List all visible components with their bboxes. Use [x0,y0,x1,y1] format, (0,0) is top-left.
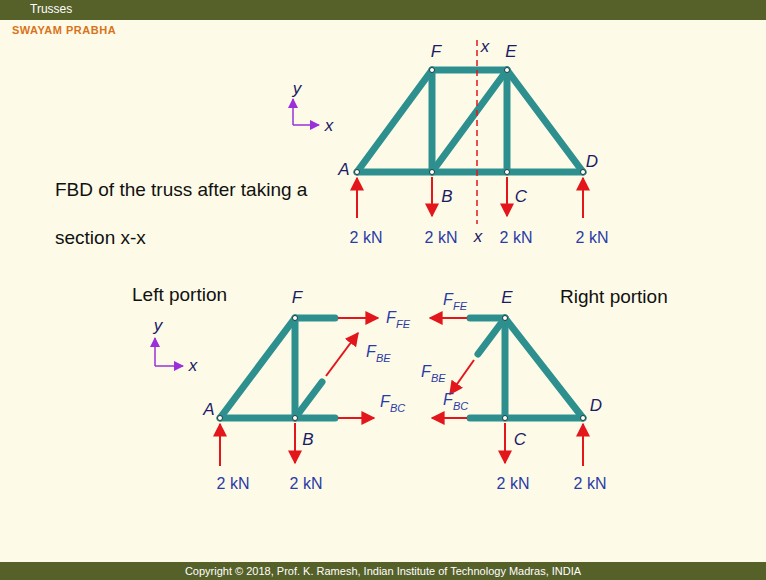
joint-label: y [154,317,163,336]
right-pins [503,316,586,421]
load-value: 2 kN [497,475,530,493]
joint-label: E [501,289,512,308]
slide-text: FBD of the truss after taking a section … [55,166,345,262]
slide-text: Right portion [560,287,668,308]
header-bar [0,0,766,20]
logo-text: SWAYAM PRABHA [12,24,116,36]
load-value: 2 kN [574,475,607,493]
force-label: F [386,309,396,327]
joint-label: F [431,43,441,62]
load-value: 2 kN [500,229,533,247]
joint-label: F [292,289,302,308]
copyright-note: Copyright © 2018, Prof. K. Ramesh, India… [185,565,581,577]
force-label: F [366,343,376,361]
joint-label: y [293,80,302,99]
slide-title: Trusses [30,3,72,16]
force-label: BC [453,400,468,412]
force-label: BC [390,402,405,414]
slide-text: Left portion [132,285,227,306]
force-label: F [380,393,390,411]
right-members [470,318,583,418]
load-value: 2 kN [217,475,250,493]
joint-label: B [302,431,313,450]
pins [355,68,586,175]
joint-label: x [474,228,483,247]
force-label: BE [431,372,446,384]
load-value: 2 kN [425,229,458,247]
force-label: BE [376,352,391,364]
joint-label: D [586,153,598,172]
load-value: 2 kN [290,475,323,493]
truss-members [357,70,583,172]
left-forces [220,318,378,466]
force-label: FE [453,300,467,312]
joint-label: A [203,401,214,420]
force-label: F [443,291,453,309]
load-value: 2 kN [350,229,383,247]
joint-label: E [505,43,516,62]
force-label: F [443,391,453,409]
footer-bar [0,562,766,580]
force-label: F [421,363,431,381]
force-label: FE [396,318,410,330]
joint-label: C [515,188,527,207]
left-members [220,318,335,418]
joint-label: x [481,38,490,57]
joint-label: x [325,117,334,136]
joint-label: C [514,431,526,450]
joint-label: B [441,188,452,207]
joint-label: A [338,161,349,180]
left-pins [218,316,298,421]
load-arrows [357,177,583,218]
section-line [476,40,478,224]
joint-label: x [189,357,198,376]
right-forces [430,318,583,466]
load-value: 2 kN [576,229,609,247]
joint-label: D [590,397,602,416]
